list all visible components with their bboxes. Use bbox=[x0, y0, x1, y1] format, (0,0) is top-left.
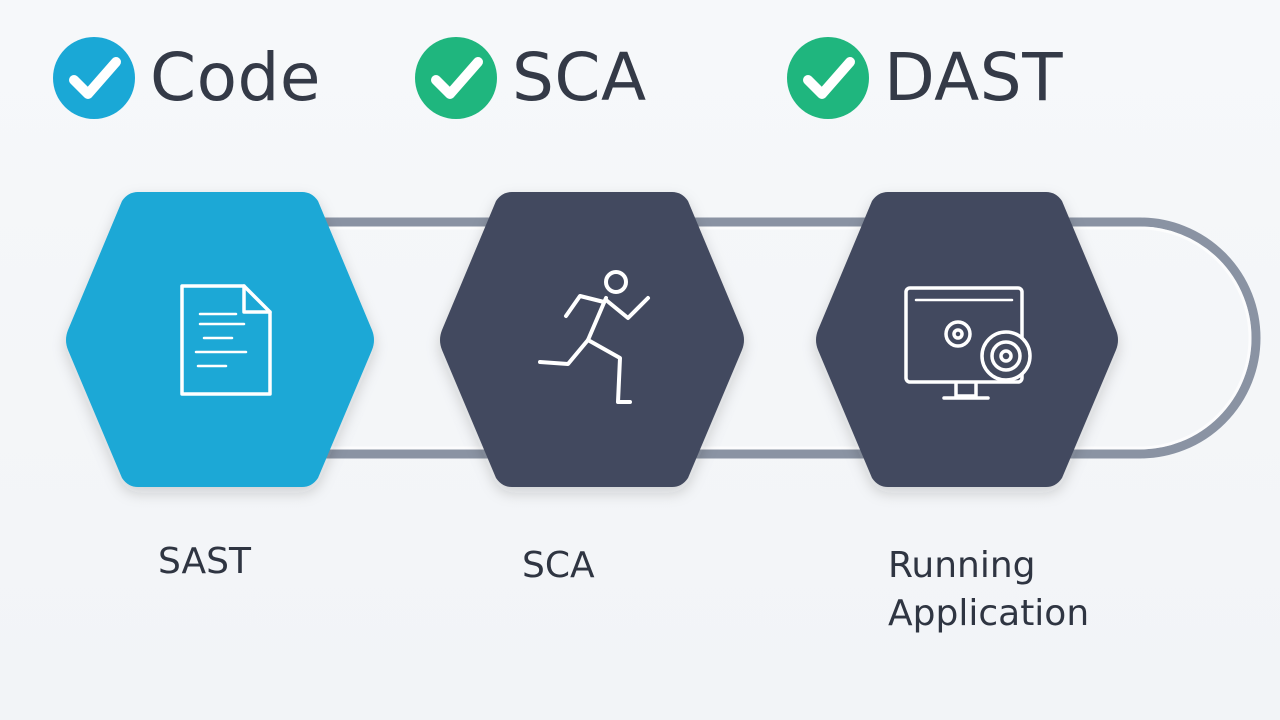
header-item-code: Code bbox=[52, 36, 321, 120]
check-circle-icon bbox=[787, 37, 869, 119]
stage-label-line1: Running bbox=[888, 545, 1036, 586]
pipeline-track bbox=[225, 217, 1261, 459]
stage-label-sast: SAST bbox=[158, 541, 251, 582]
header-label-dast: DAST bbox=[884, 39, 1064, 116]
stage-label-running-application: Running Application bbox=[888, 542, 1089, 638]
header-item-dast: DAST bbox=[786, 36, 1063, 120]
document-icon bbox=[180, 284, 272, 396]
header-label-sca: SCA bbox=[512, 39, 647, 116]
running-person-icon bbox=[538, 270, 650, 404]
header-label-code: Code bbox=[150, 39, 321, 116]
header-item-sca: SCA bbox=[414, 36, 647, 120]
stage-label-line2: Application bbox=[888, 593, 1090, 634]
stage-label-sca: SCA bbox=[522, 545, 595, 586]
stage-hexagon-sast bbox=[66, 192, 374, 487]
check-circle-icon bbox=[415, 37, 497, 119]
check-circle-icon bbox=[53, 37, 135, 119]
stage-hexagon-sca bbox=[440, 192, 744, 487]
monitor-gears-icon bbox=[904, 286, 1032, 400]
